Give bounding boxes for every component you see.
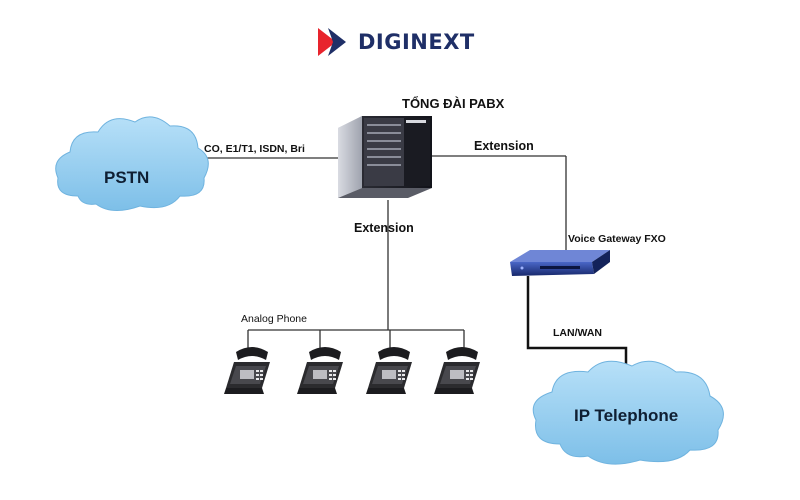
pstn-cloud-icon [55,116,209,211]
brand-logo: DIGINEXT [316,27,475,57]
voice-gateway-icon [510,250,610,276]
analog-phone-label: Analog Phone [241,313,307,325]
desk-phone-icon-1 [224,347,270,394]
gateway-label: Voice Gateway FXO [568,233,666,245]
connection-lines [200,155,567,348]
lan-wan-cable [526,276,628,374]
lan-wan-label: LAN/WAN [553,327,602,339]
pstn-label: PSTN [104,168,150,187]
extension-label-down: Extension [354,221,414,235]
ip-telephone-cloud-icon [532,360,724,465]
desk-phone-icon-3 [366,347,412,394]
pabx-cabinet-icon [338,116,432,198]
pabx-title: TỔNG ĐÀI PABX [402,96,505,111]
desk-phone-icon-4 [434,347,480,394]
trunk-label: CO, E1/T1, ISDN, Bri [204,143,305,155]
diginext-logo-icon [318,28,346,56]
desk-phone-icon-2 [297,347,343,394]
extension-label-right: Extension [474,139,534,153]
ip-telephone-label: IP Telephone [574,406,679,425]
brand-name: DIGINEXT [358,30,475,54]
